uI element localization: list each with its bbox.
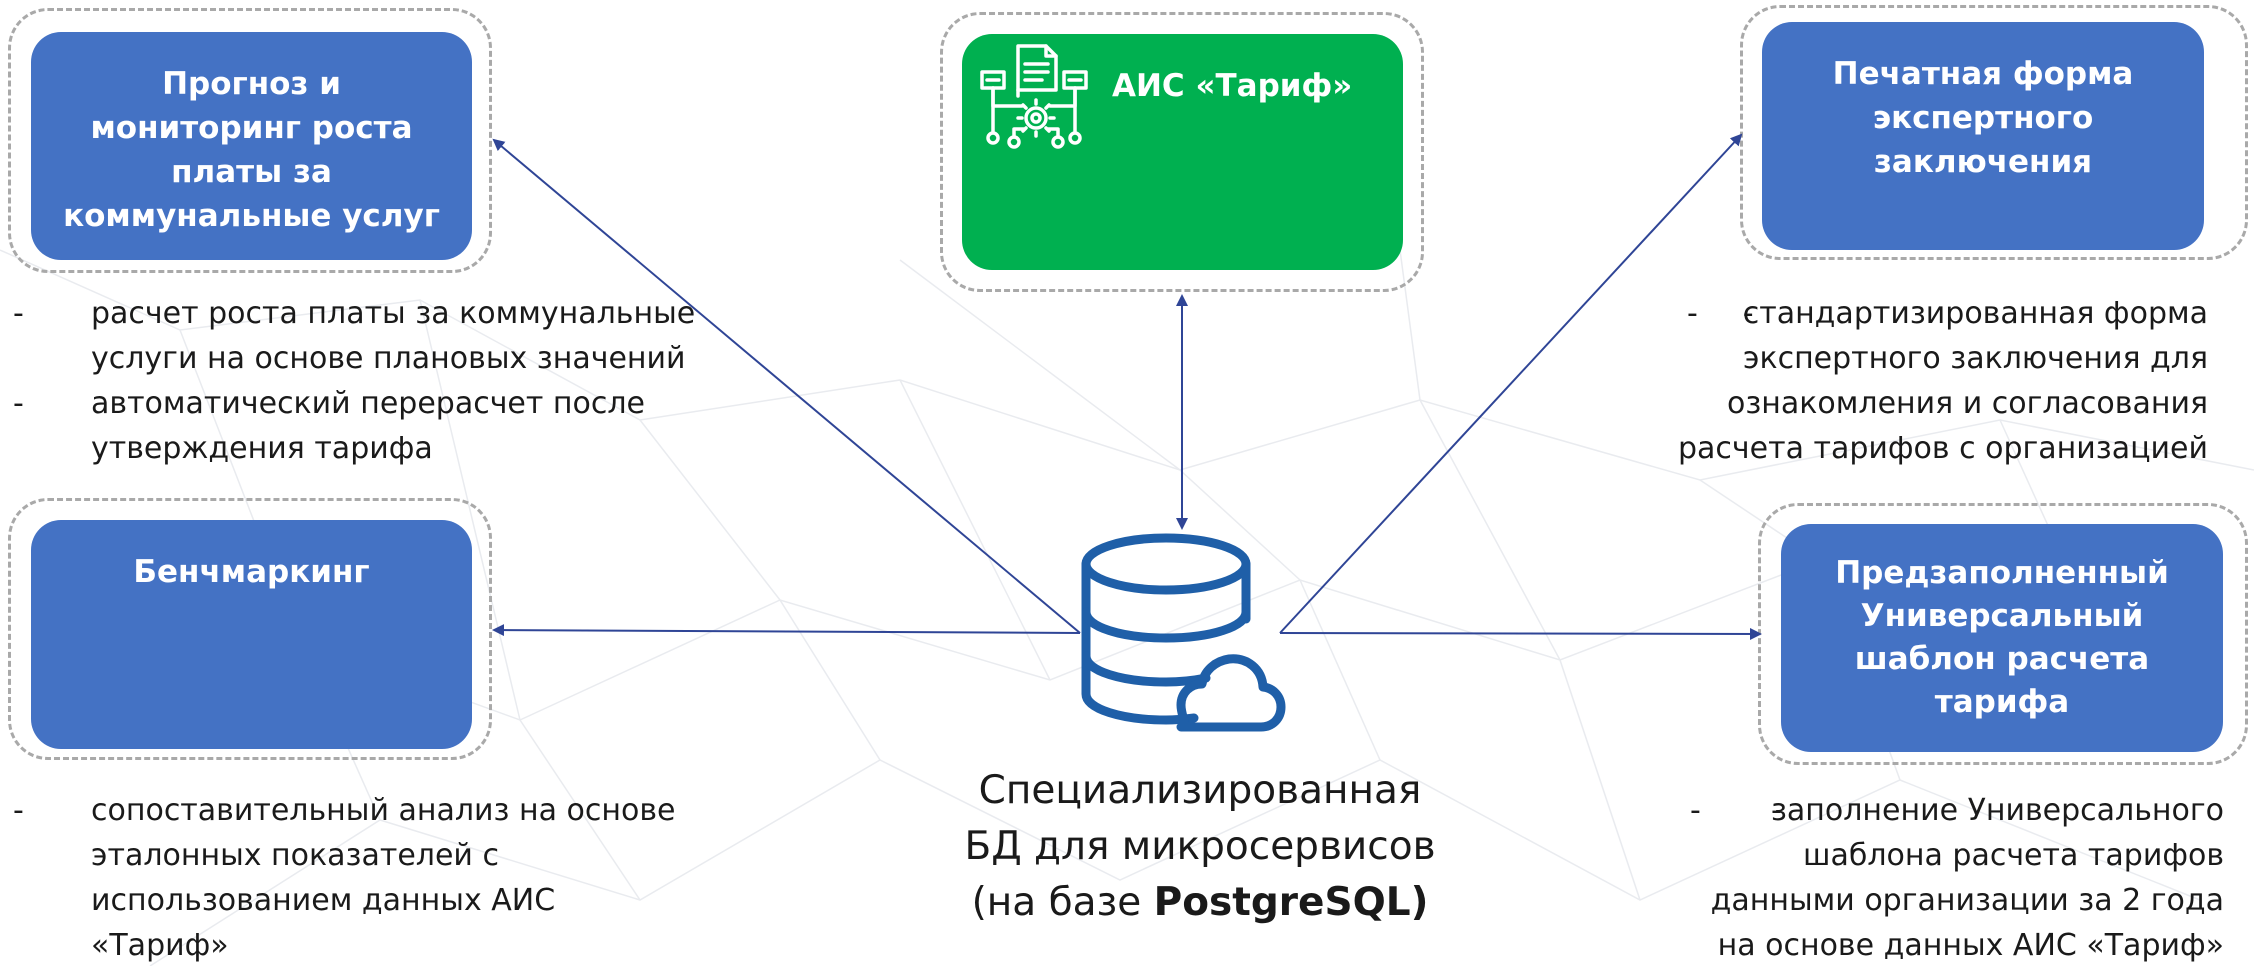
- desc-line: «Тариф»: [91, 928, 229, 963]
- print-form-frame: [1740, 5, 2248, 260]
- database-cloud-icon: [1081, 533, 1286, 732]
- template-description-item: - заполнение Универсального шаблона расч…: [1690, 788, 2224, 968]
- arrow-to-forecast: [492, 138, 1081, 634]
- forecast-title-line: Прогноз и: [162, 66, 341, 102]
- forecast-description-item: автоматический перерасчет после утвержде…: [13, 381, 713, 471]
- forecast-description: расчет роста платы за коммунальные услуг…: [13, 291, 713, 471]
- bullet-dash: -: [1690, 793, 1701, 828]
- desc-line: расчета тарифов с организацией: [1677, 431, 2208, 466]
- caption-line-prefix: (на базе: [971, 880, 1154, 925]
- caption-line: БД для микросервисов: [964, 824, 1436, 869]
- forecast-title: Прогноз и мониторинг роста платы за комм…: [63, 62, 440, 238]
- desc-line: на основе данных АИС «Тариф»: [1717, 928, 2224, 963]
- desc-line: экспертного заключения для: [1742, 341, 2208, 376]
- print-form-title-line: экспертного: [1872, 100, 2094, 136]
- desc-line: автоматический перерасчет после: [91, 386, 645, 421]
- benchmark-title: Бенчмаркинг: [133, 554, 370, 590]
- template-title-line: тарифа: [1934, 684, 2070, 720]
- template-title: Предзаполненный Универсальный шаблон рас…: [1835, 552, 2169, 724]
- forecast-description-item: расчет роста платы за коммунальные услуг…: [13, 291, 713, 381]
- database-caption: Специализированная БД для микросервисов …: [920, 763, 1480, 931]
- desc-line: шаблона расчета тарифов: [1803, 838, 2224, 873]
- template-title-line: шаблон расчета: [1854, 641, 2150, 677]
- desc-line: стандартизированная форма: [1742, 296, 2208, 331]
- desc-line: эталонных показателей с: [91, 838, 499, 873]
- desc-line: использованием данных АИС: [91, 883, 556, 918]
- desc-line: сопоставительный анализ на основе: [91, 793, 676, 828]
- benchmark-box: Бенчмаркинг: [31, 520, 472, 749]
- ais-frame: [940, 12, 1424, 292]
- template-box: Предзаполненный Универсальный шаблон рас…: [1781, 524, 2223, 752]
- forecast-frame: [8, 8, 492, 273]
- caption-line-bold: PostgreSQL): [1153, 880, 1429, 925]
- arrow-to-print-form: [1279, 133, 1743, 634]
- print-form-title-line: заключения: [1873, 144, 2093, 180]
- template-title-line: Универсальный: [1860, 598, 2144, 634]
- template-title-line: Предзаполненный: [1835, 555, 2169, 591]
- workflow-document-icon: [980, 44, 1088, 149]
- forecast-title-line: коммунальные услуг: [63, 198, 440, 234]
- desc-line: данными организации за 2 года: [1710, 883, 2224, 918]
- benchmark-description-item: сопоставительный анализ на основе эталон…: [13, 788, 713, 968]
- arrow-to-benchmark: [492, 624, 1081, 637]
- print-form-title-line: Печатная форма: [1832, 56, 2134, 92]
- desc-line: заполнение Универсального: [1770, 793, 2224, 828]
- ais-title: АИС «Тариф»: [1112, 68, 1353, 104]
- desc-line: утверждения тарифа: [91, 431, 433, 466]
- caption-line: Специализированная: [978, 768, 1422, 813]
- desc-line: расчет роста платы за коммунальные: [91, 296, 696, 331]
- benchmark-frame: [8, 498, 492, 760]
- forecast-box: Прогноз и мониторинг роста платы за комм…: [31, 32, 472, 260]
- forecast-title-line: платы за: [171, 154, 332, 190]
- desc-line: услуги на основе плановых значений: [91, 341, 686, 376]
- desc-line: ознакомления и согласования: [1726, 386, 2208, 421]
- print-form-box: Печатная форма экспертного заключения: [1762, 22, 2204, 250]
- forecast-title-line: мониторинг роста: [90, 110, 413, 146]
- arrow-to-template: [1279, 627, 1762, 640]
- print-form-description-item: - стандартизированная форма экспертного …: [1640, 291, 2208, 471]
- print-form-title: Печатная форма экспертного заключения: [1833, 52, 2134, 184]
- print-form-description: - стандартизированная форма экспертного …: [1640, 291, 2208, 471]
- template-description: - заполнение Универсального шаблона расч…: [1690, 788, 2224, 968]
- benchmark-description: сопоставительный анализ на основе эталон…: [13, 788, 713, 968]
- bullet-dash: -: [1687, 296, 1698, 331]
